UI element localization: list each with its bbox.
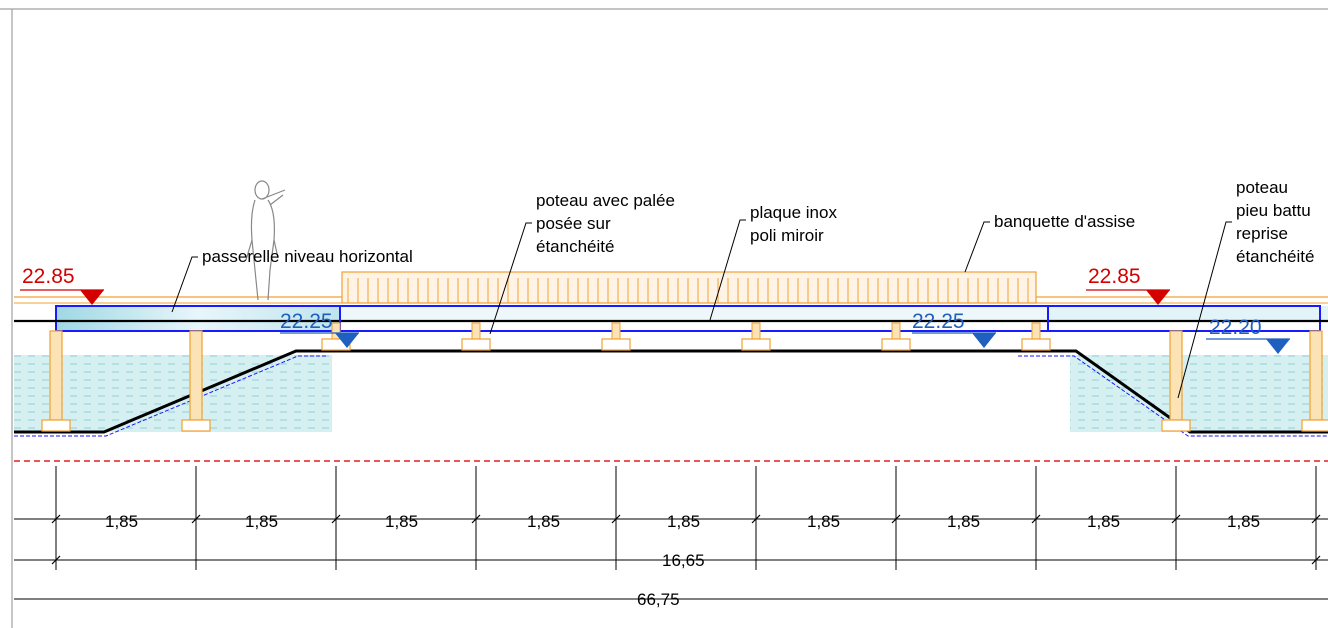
bearing-pad — [741, 338, 771, 351]
level-marker-left-water — [335, 333, 359, 348]
pile-footing — [1161, 419, 1191, 432]
level-left-top: 22.85 — [22, 265, 75, 288]
label-poteau-pieu-2: pieu battu — [1236, 201, 1311, 220]
dim-span-1: 1,85 — [105, 512, 138, 531]
dim-total: 66,75 — [637, 590, 680, 609]
level-marker-left-top — [80, 290, 104, 305]
right-pool-water — [1070, 355, 1328, 432]
bench-body — [341, 271, 1037, 304]
dim-subtotal: 16,65 — [662, 551, 705, 570]
pads-group — [321, 322, 1051, 351]
bearing-pad — [321, 338, 351, 351]
label-plaque-inox-2: poli miroir — [750, 226, 824, 245]
pile-post — [1309, 330, 1323, 421]
label-poteau-palee-1: poteau avec palée — [536, 191, 675, 210]
dim-span-6: 1,85 — [807, 512, 840, 531]
dim-span-7: 1,85 — [947, 512, 980, 531]
label-poteau-pieu-4: étanchéité — [1236, 247, 1314, 266]
label-plaque-inox-1: plaque inox — [750, 203, 837, 222]
pile-post — [49, 330, 63, 421]
pile-post — [1169, 330, 1183, 421]
pile-post — [189, 330, 203, 421]
label-banquette: banquette d'assise — [994, 212, 1135, 231]
dim-span-9: 1,85 — [1227, 512, 1260, 531]
short-post — [751, 322, 761, 340]
label-poteau-pieu-1: poteau — [1236, 178, 1288, 197]
ground-profile — [14, 349, 1328, 434]
dim-span-3: 1,85 — [385, 512, 418, 531]
level-left-water: 22.25 — [280, 310, 333, 333]
short-post — [1031, 322, 1041, 340]
level-marker-right-top — [1146, 290, 1170, 305]
level-marker-right-water — [1266, 339, 1290, 354]
center-deck-fill — [340, 306, 1048, 321]
bearing-pad — [881, 338, 911, 351]
bearing-pad — [1021, 338, 1051, 351]
label-poteau-palee-3: étanchéité — [536, 237, 614, 256]
left-deck-fill — [56, 306, 340, 331]
level-marker-center-water — [972, 333, 996, 348]
label-poteau-pieu-3: reprise — [1236, 224, 1288, 243]
pile-footing — [181, 419, 211, 432]
level-right-top: 22.85 — [1088, 265, 1141, 288]
bearing-pad — [601, 338, 631, 351]
short-post — [891, 322, 901, 340]
dim-span-2: 1,85 — [245, 512, 278, 531]
level-center-water: 22.25 — [912, 310, 965, 333]
bearing-pad — [461, 338, 491, 351]
left-pool-water — [14, 355, 332, 432]
short-post — [471, 322, 481, 340]
label-poteau-palee-2: posée sur — [536, 214, 611, 233]
leader-lines — [171, 219, 1232, 399]
deck-beam-outline — [55, 305, 1321, 332]
bench-slats — [347, 278, 1029, 303]
posts-group — [41, 330, 1328, 432]
right-waterproofing-line — [1018, 355, 1328, 437]
pile-footing — [41, 419, 71, 432]
short-post — [611, 322, 621, 340]
pile-footing — [1301, 419, 1328, 432]
dim-span-5: 1,85 — [667, 512, 700, 531]
right-deck-fill — [1048, 306, 1328, 321]
human-silhouette-icon — [245, 180, 286, 301]
label-passerelle: passerelle niveau horizontal — [202, 247, 413, 266]
dim-span-8: 1,85 — [1087, 512, 1120, 531]
level-right-water: 22.20 — [1209, 316, 1262, 339]
dim-span-4: 1,85 — [527, 512, 560, 531]
